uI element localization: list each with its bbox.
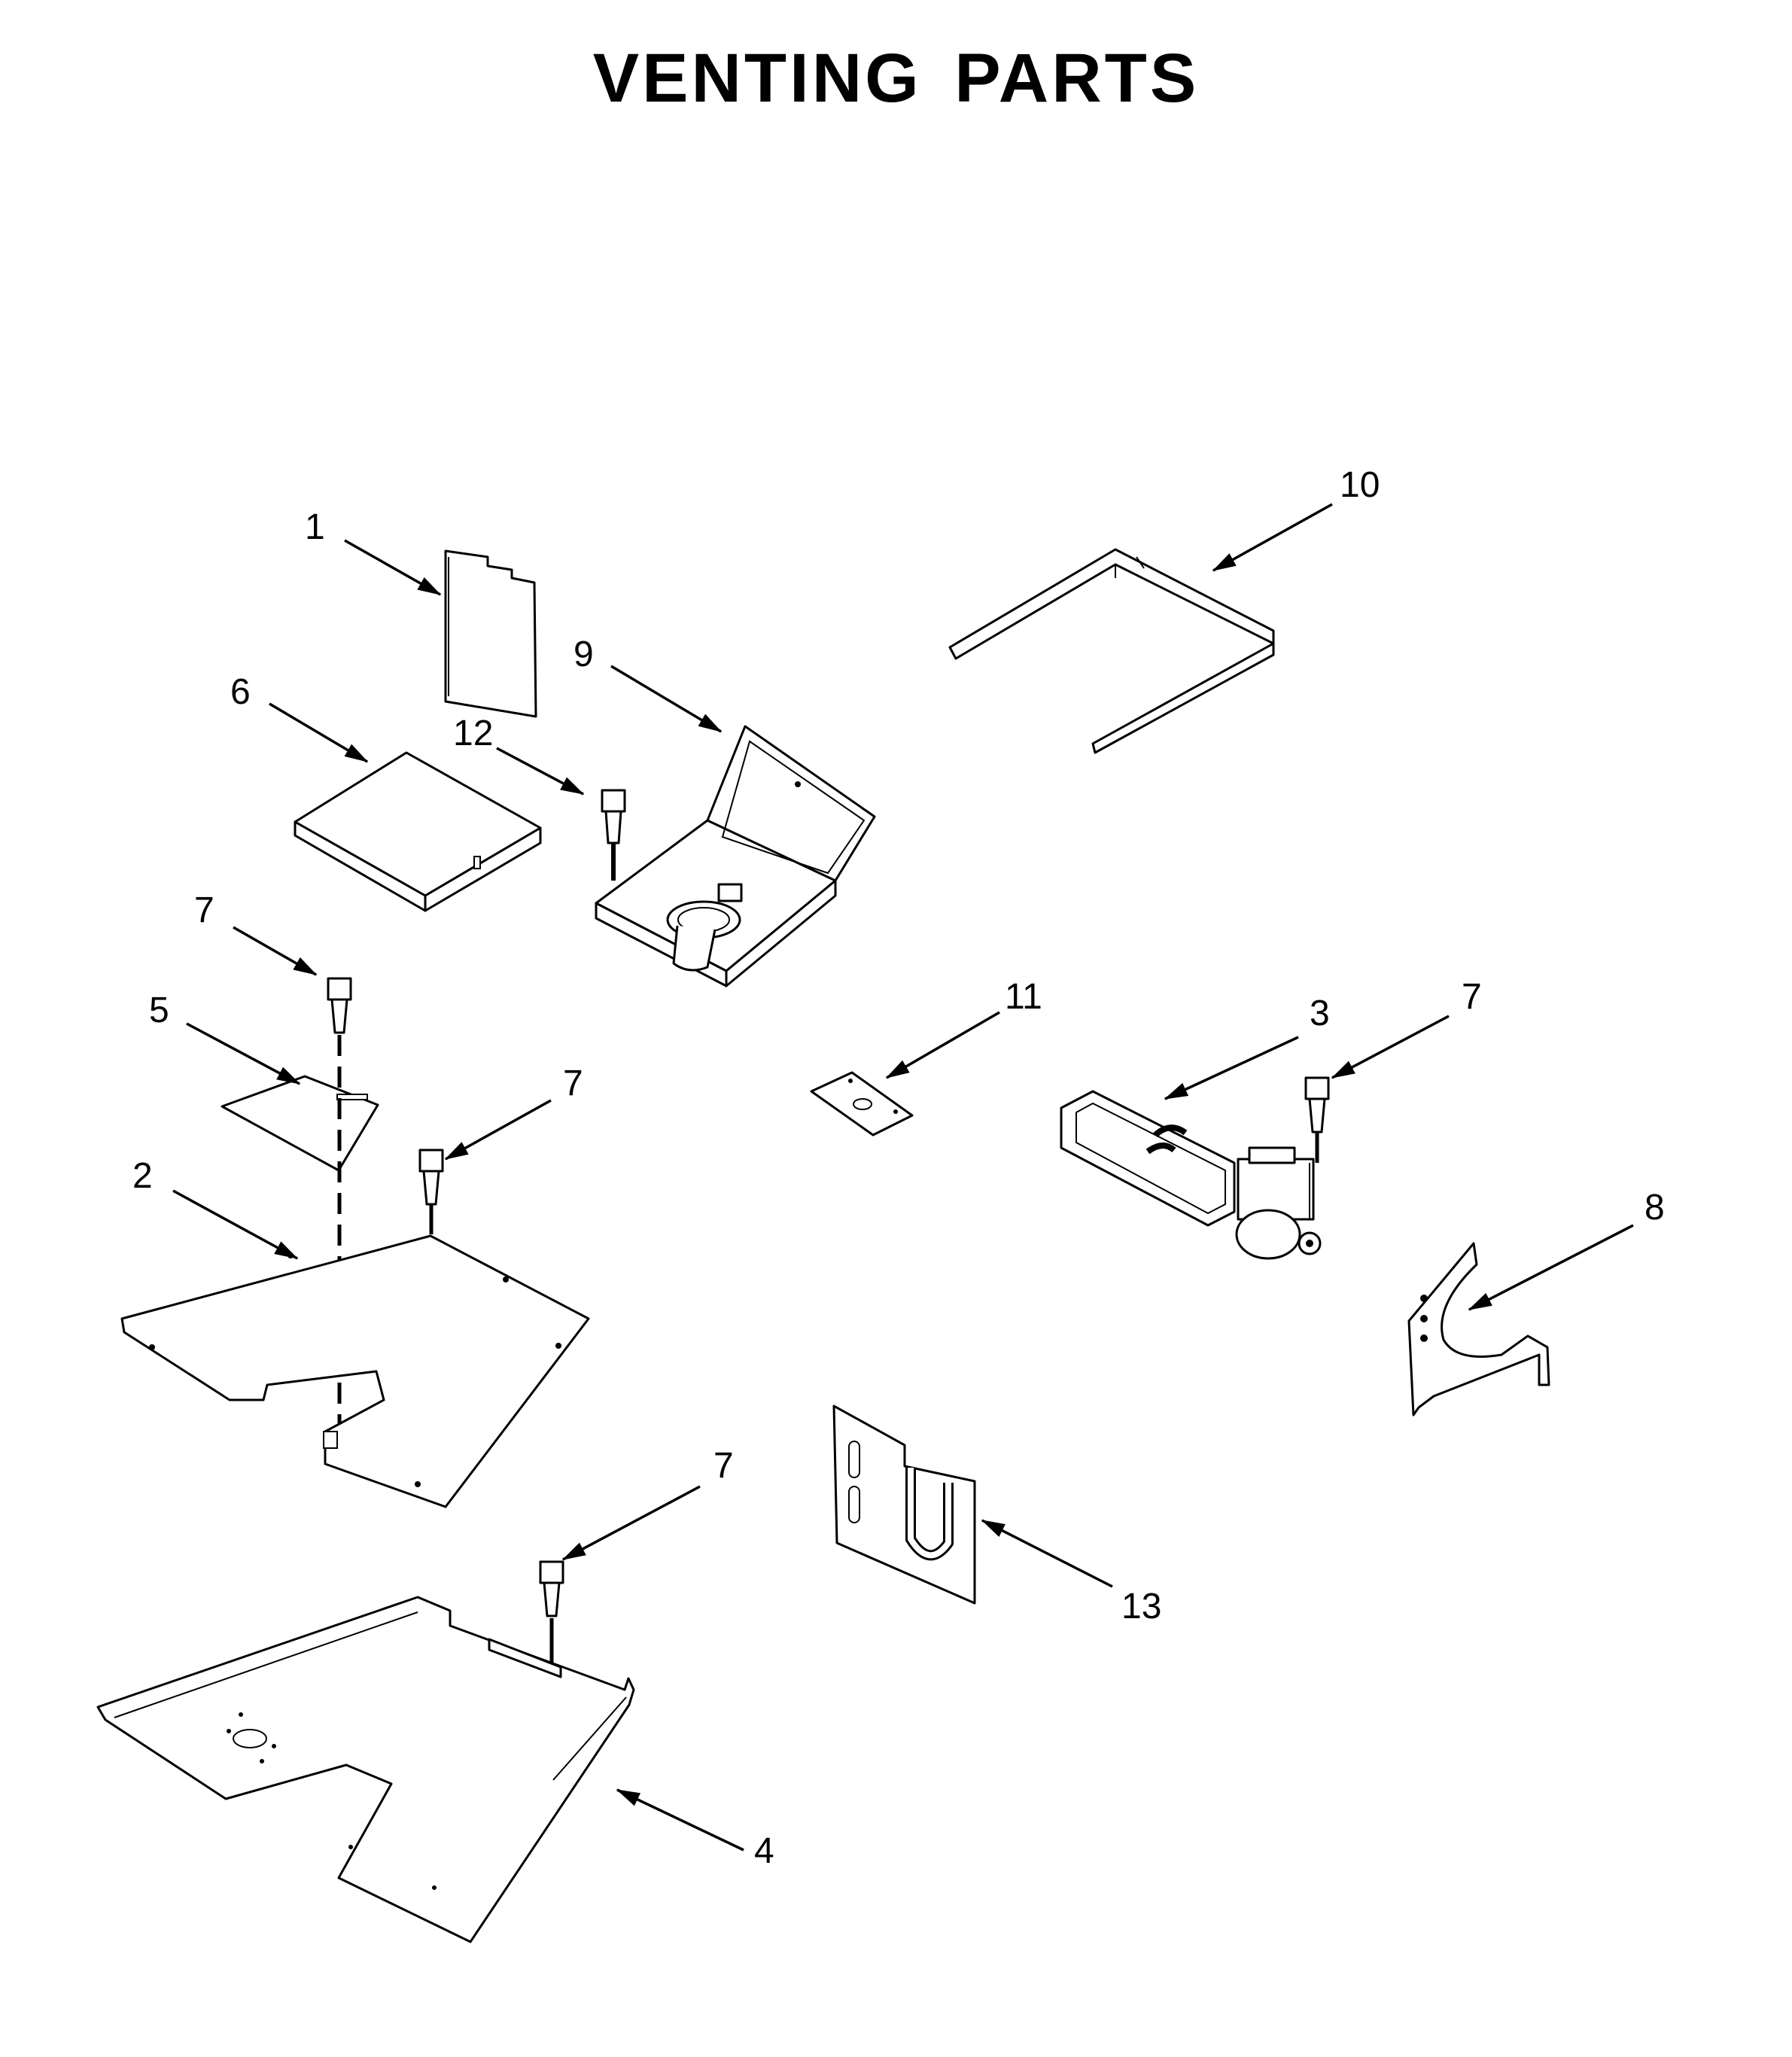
svg-text:12: 12 (453, 714, 493, 753)
svg-text:2: 2 (132, 1156, 153, 1196)
svg-text:8: 8 (1644, 1188, 1665, 1228)
part-11-gasket[interactable] (810, 1071, 914, 1137)
svg-text:7: 7 (713, 1446, 734, 1486)
part-13-slotted-plate[interactable] (832, 1404, 976, 1605)
callout-6: 6 (230, 672, 369, 763)
part-10-frame-rails[interactable] (948, 548, 1275, 754)
part-9-vent-housing[interactable] (595, 725, 876, 987)
callout-4: 4 (616, 1788, 774, 1871)
callout-13: 13 (981, 1519, 1161, 1626)
callout-3: 3 (1164, 994, 1330, 1100)
svg-text:5: 5 (149, 990, 169, 1030)
callout-7-b: 7 (444, 1063, 583, 1161)
svg-text:10: 10 (1340, 465, 1380, 505)
svg-text:7: 7 (194, 890, 214, 930)
callout-7-a: 7 (194, 890, 318, 976)
svg-text:11: 11 (1005, 977, 1042, 1017)
callout-5: 5 (149, 990, 301, 1085)
callout-9: 9 (574, 634, 723, 733)
part-4-mounting-panel[interactable] (96, 1596, 635, 1943)
callout-7-d: 7 (1331, 977, 1482, 1079)
svg-text:9: 9 (574, 634, 594, 674)
svg-text:7: 7 (1462, 977, 1482, 1017)
part-12-screw[interactable] (601, 789, 626, 881)
callout-2: 2 (132, 1156, 299, 1260)
svg-text:6: 6 (230, 672, 251, 712)
part-7-screw-d[interactable] (1304, 1076, 1330, 1163)
part-1-vent-cover[interactable] (444, 549, 537, 718)
part-5-bracket-plate[interactable] (221, 1075, 379, 1172)
diagram-title: VENTING PARTS (592, 40, 1200, 117)
svg-text:7: 7 (563, 1063, 583, 1103)
part-8-bracket[interactable] (1407, 1242, 1550, 1416)
callout-10: 10 (1212, 465, 1380, 572)
svg-text:4: 4 (754, 1831, 774, 1871)
part-7-screw-b[interactable] (418, 1149, 444, 1234)
svg-text:3: 3 (1310, 994, 1330, 1033)
callout-11: 11 (885, 977, 1042, 1079)
callout-1: 1 (305, 507, 442, 596)
part-6-heat-shield[interactable] (294, 751, 542, 912)
callout-8: 8 (1468, 1188, 1665, 1311)
part-2-vent-panel[interactable] (120, 1234, 590, 1508)
svg-text:1: 1 (305, 507, 325, 547)
callout-7-c: 7 (561, 1446, 734, 1561)
callout-12: 12 (453, 714, 585, 796)
svg-text:13: 13 (1121, 1587, 1161, 1626)
part-3-damper-motor[interactable] (1060, 1090, 1322, 1260)
